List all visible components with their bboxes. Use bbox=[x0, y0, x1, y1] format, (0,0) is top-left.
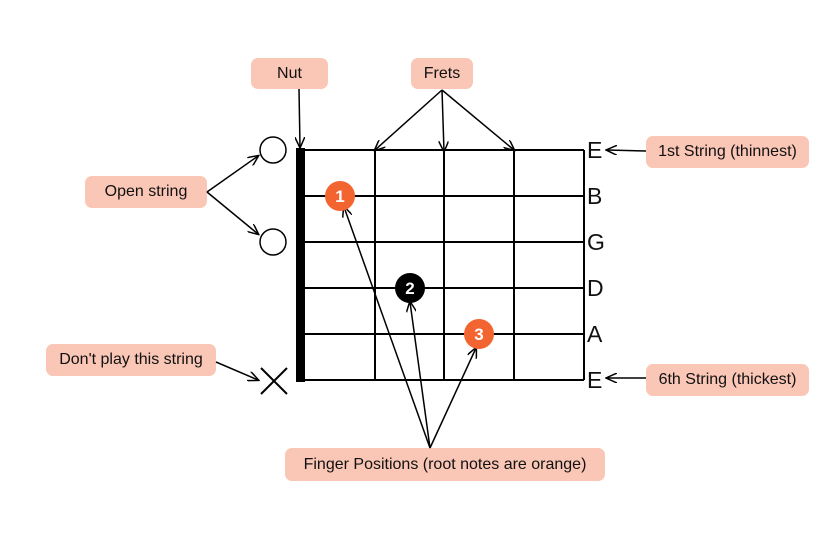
frets-label: Frets bbox=[411, 58, 473, 89]
open-string-marker-3 bbox=[259, 228, 287, 256]
finger-dot-3-number: 3 bbox=[474, 325, 483, 344]
arrow-finger-3 bbox=[429, 348, 476, 449]
arrow-dont-play bbox=[215, 361, 258, 380]
string-name-6: E bbox=[587, 367, 603, 393]
sixth-string-label: 6th String (thickest) bbox=[646, 364, 809, 396]
arrow-fret-2 bbox=[442, 89, 444, 151]
arrow-open-3 bbox=[206, 191, 258, 234]
arrow-finger-1 bbox=[344, 207, 431, 449]
finger-dot-2-number: 2 bbox=[405, 279, 414, 298]
finger-positions-label: Finger Positions (root notes are orange) bbox=[285, 448, 605, 481]
finger-dot-3: 3 bbox=[464, 319, 494, 349]
arrow-nut bbox=[299, 88, 300, 147]
finger-dot-2: 2 bbox=[395, 273, 425, 303]
fretboard-grid bbox=[300, 149, 585, 381]
string-name-5: A bbox=[587, 321, 603, 347]
string-name-1: E bbox=[587, 137, 603, 163]
nut-bar bbox=[296, 148, 305, 382]
arrow-fret-1 bbox=[375, 89, 443, 150]
finger-dot-1-circle bbox=[325, 181, 355, 211]
nut-label: Nut bbox=[251, 58, 328, 89]
string-name-3: G bbox=[587, 229, 605, 255]
finger-dot-1-number: 1 bbox=[335, 187, 344, 206]
string-name-4: D bbox=[587, 275, 604, 301]
first-string-label: 1st String (thinnest) bbox=[646, 136, 809, 168]
open-string-marker-1 bbox=[259, 136, 287, 164]
open-string-label: Open string bbox=[85, 176, 207, 208]
annotation-arrows bbox=[206, 88, 647, 449]
finger-dot-3-circle bbox=[464, 319, 494, 349]
arrow-first-string bbox=[607, 150, 647, 151]
dont-play-label: Don't play this string bbox=[46, 344, 216, 376]
string-name-2: B bbox=[587, 183, 603, 209]
arrow-open-1 bbox=[206, 156, 258, 193]
muted-string-x-icon bbox=[260, 367, 288, 395]
arrow-finger-2 bbox=[410, 302, 431, 449]
finger-dot-2-circle bbox=[395, 273, 425, 303]
finger-dot-1: 1 bbox=[325, 181, 355, 211]
arrow-fret-3 bbox=[441, 89, 514, 150]
